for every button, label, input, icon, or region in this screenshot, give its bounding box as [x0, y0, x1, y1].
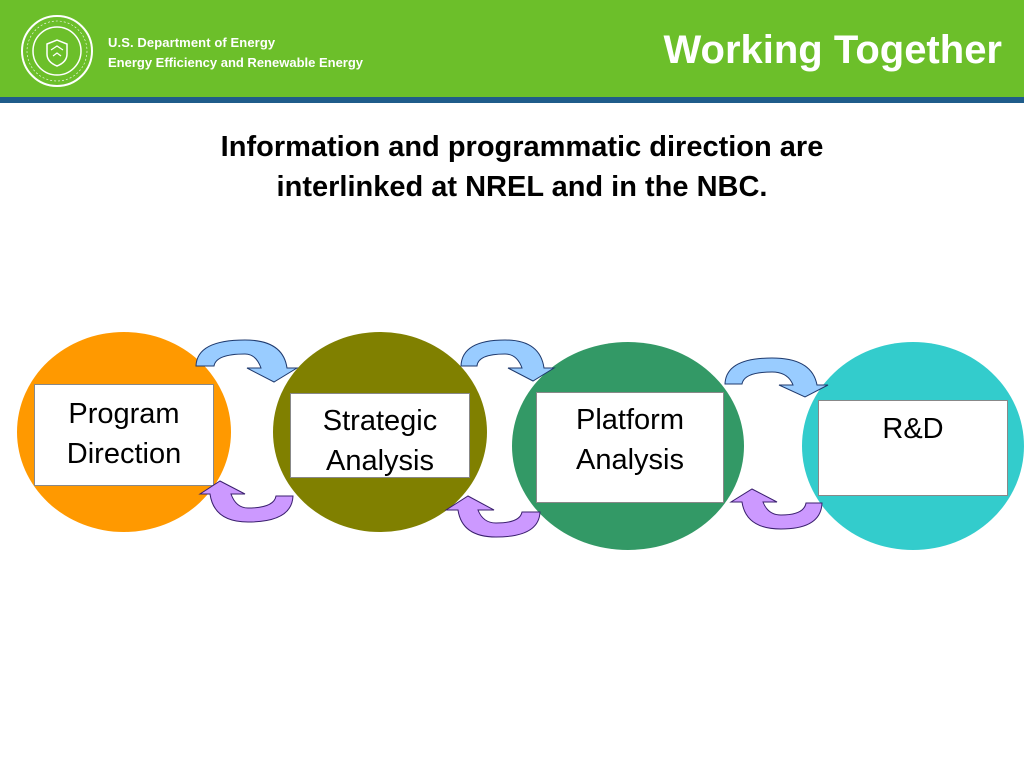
platform-analysis-label-line-1: Platform: [576, 404, 684, 436]
strategic-analysis-label-line-1: Strategic: [322, 405, 438, 437]
forward-arrow-icon: [724, 357, 829, 398]
strategic-analysis-label-line-2: Analysis: [326, 445, 434, 477]
program-direction-label: Program Direction: [34, 384, 214, 486]
header-bar: [0, 0, 1024, 97]
backward-arrow-icon: [444, 495, 541, 538]
platform-analysis-label: Platform Analysis: [536, 392, 724, 503]
header-divider: [0, 97, 1024, 103]
subtitle-line-2: interlinked at NREL and in the NBC.: [276, 171, 768, 203]
agency-name: U.S. Department of Energy: [108, 35, 276, 50]
program-direction-label-line-1: Program: [68, 398, 180, 430]
slide-title: Working Together: [663, 28, 1002, 72]
slide-subtitle: Information and programmatic direction a…: [112, 127, 932, 207]
subtitle-line-1: Information and programmatic direction a…: [220, 131, 824, 163]
backward-arrow-icon: [198, 480, 294, 523]
doe-seal-icon: [21, 15, 93, 87]
r-and-d-label-line-1: R&D: [882, 413, 944, 445]
forward-arrow-icon: [195, 339, 299, 383]
platform-analysis-label-line-2: Analysis: [576, 444, 684, 476]
program-direction-label-line-2: Direction: [66, 438, 182, 470]
backward-arrow-icon: [729, 488, 823, 530]
r-and-d-label: R&D: [818, 400, 1008, 496]
strategic-analysis-label: Strategic Analysis: [290, 393, 470, 478]
forward-arrow-icon: [460, 339, 556, 382]
agency-office-name: Energy Efficiency and Renewable Energy: [108, 55, 364, 70]
